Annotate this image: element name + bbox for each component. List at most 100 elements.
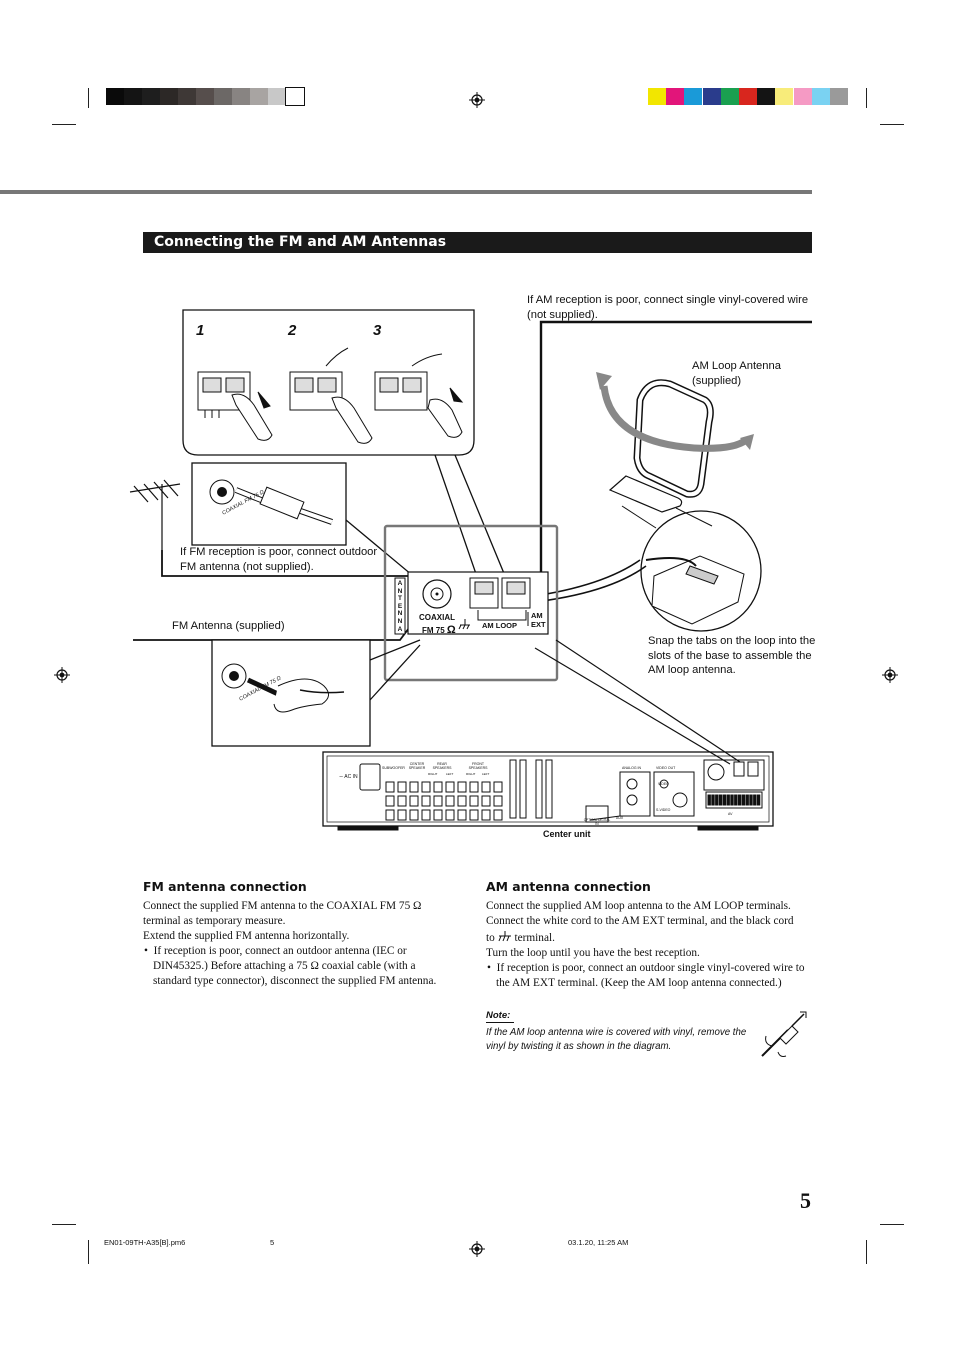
rear-s-video-label: S-VIDEO <box>656 808 671 812</box>
note-label: Note: <box>486 1010 511 1021</box>
antenna-connection-diagram <box>129 309 812 831</box>
top-rule <box>0 190 812 194</box>
process-color-swatch <box>666 88 685 105</box>
callout-fm-poor-reception: If FM reception is poor, connect outdoor… <box>180 546 378 573</box>
footer-filename: EN01-09TH-A35[B].pm6 <box>104 1238 186 1247</box>
scart-pin <box>722 794 727 806</box>
step-number: 1 <box>196 322 205 339</box>
speaker-terminal <box>409 795 419 807</box>
rear-rear-speakers-label: REAR SPEAKERS <box>432 762 452 770</box>
rear-subwoofer-label: SUBWOOFER <box>382 766 405 770</box>
am-para1: Connect the supplied AM loop antenna to … <box>486 900 794 927</box>
outdoor-fm-antenna-icon <box>129 479 181 550</box>
grayscale-swatch <box>232 88 250 105</box>
crop-mark <box>866 88 867 108</box>
speaker-terminal <box>433 809 443 821</box>
registration-mark-icon <box>469 92 485 108</box>
speaker-terminal <box>469 809 479 821</box>
center-unit-label: Center unit <box>543 829 591 839</box>
rear-video-out-label: VIDEO OUT <box>656 766 676 770</box>
grayscale-swatch <box>160 88 178 105</box>
speaker-terminal <box>493 809 503 821</box>
twist-wire-icon <box>761 1011 807 1057</box>
note-underline <box>486 1022 514 1023</box>
rear-video-label: VIDEO <box>658 782 669 786</box>
fm-para2: Extend the supplied FM antenna horizonta… <box>143 930 350 942</box>
grayscale-swatch <box>124 88 142 105</box>
scart-pin <box>741 794 746 806</box>
rear-center-speaker-label: CENTER SPEAKER <box>408 762 426 770</box>
speaker-terminal <box>493 781 503 793</box>
speaker-terminal <box>433 781 443 793</box>
note-text: If the AM loop antenna wire is covered w… <box>486 1027 747 1052</box>
process-color-swatch <box>775 88 794 105</box>
scart-pin <box>737 794 742 806</box>
process-color-swatch <box>793 88 812 105</box>
speaker-terminal <box>385 809 395 821</box>
antenna-letter: N <box>397 617 403 625</box>
rear-left-label: LEFT <box>446 772 454 776</box>
crop-mark <box>866 1240 867 1264</box>
rear-left-label: LEFT <box>482 772 490 776</box>
am-bullet: • If reception is poor, connect an outdo… <box>487 962 805 989</box>
am-para2: Turn the loop until you have the best re… <box>486 947 700 959</box>
speaker-terminal <box>457 809 467 821</box>
callout-am-poor-reception: If AM reception is poor, connect single … <box>527 294 809 321</box>
step3-clip-illustration <box>374 353 464 438</box>
callout-snap-tabs: Snap the tabs on the loop into the slots… <box>648 635 816 676</box>
fm-bullet: • If reception is poor, connect an outdo… <box>144 945 437 987</box>
rear-panel-closeup <box>383 524 559 682</box>
fm-section-body: Connect the supplied FM antenna to the C… <box>143 899 451 989</box>
grayscale-swatch <box>178 88 196 105</box>
crop-mark <box>880 1224 904 1225</box>
grayscale-swatch <box>196 88 214 105</box>
step1-clip-illustration <box>197 371 273 441</box>
speaker-terminal <box>385 781 395 793</box>
scart-pin <box>756 794 761 806</box>
antenna-letter: N <box>397 587 403 595</box>
antenna-letter: A <box>397 580 403 587</box>
process-color-swatch <box>757 88 776 105</box>
ground-symbol-icon <box>458 619 470 630</box>
rear-optical-label: OPTICAL DIGITAL IN <box>583 818 611 826</box>
ground-symbol-icon <box>498 931 511 942</box>
callout-am-loop-antenna: AM Loop Antenna (supplied) <box>692 360 781 387</box>
rear-ac-in-label: ∼ AC IN <box>339 774 358 780</box>
registration-mark-icon <box>882 667 898 683</box>
speaker-terminal <box>385 795 395 807</box>
steps-panel <box>182 309 475 456</box>
am-section-body: Connect the supplied AM loop antenna to … <box>486 899 812 991</box>
panel-am-loop-label: AM LOOP <box>482 621 517 630</box>
grayscale-swatch <box>268 88 286 105</box>
scart-pin <box>707 794 711 806</box>
step-number: 3 <box>373 322 382 339</box>
grayscale-swatch <box>106 88 124 105</box>
process-color-swatch <box>720 88 739 105</box>
speaker-terminal <box>481 795 491 807</box>
footer-page: 5 <box>270 1238 275 1247</box>
section-title-bar <box>143 232 812 253</box>
process-color-swatch <box>739 88 757 105</box>
speaker-terminal <box>445 795 455 807</box>
footer-timestamp: 03.1.20, 11:25 AM <box>568 1238 629 1247</box>
speaker-terminal <box>409 781 419 793</box>
crop-mark <box>88 1240 89 1264</box>
rear-av-label: AV <box>728 812 733 816</box>
speaker-terminal <box>457 781 467 793</box>
rear-right-label: RIGHT <box>428 772 438 776</box>
callout-fm-supplied: FM Antenna (supplied) <box>172 620 285 632</box>
scart-pin <box>734 794 738 806</box>
grayscale-swatch <box>285 87 305 106</box>
section-title: Connecting the FM and AM Antennas <box>154 234 447 250</box>
process-color-swatch <box>830 88 848 105</box>
speaker-terminal <box>397 809 407 821</box>
fm-section-heading: FM antenna connection <box>143 879 307 894</box>
process-color-swatch <box>684 88 703 105</box>
speaker-terminal <box>481 809 491 821</box>
crop-mark <box>88 88 89 108</box>
fm-para1: Connect the supplied FM antenna to the C… <box>143 900 422 927</box>
antenna-letter: T <box>398 595 402 603</box>
speaker-terminal <box>457 795 467 807</box>
scart-pin <box>711 794 715 806</box>
